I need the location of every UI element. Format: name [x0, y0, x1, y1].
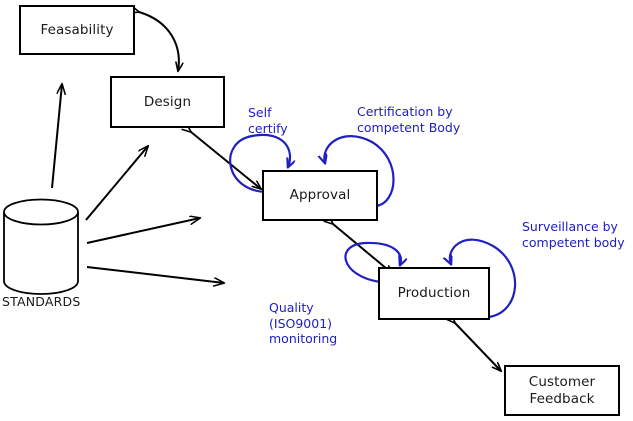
edge-feasability-design: [139, 12, 179, 71]
edge-design-approval: [191, 132, 261, 189]
node-feasability[interactable]: Feasability: [19, 5, 135, 55]
edge-standards-approval: [86, 218, 200, 244]
annotation-certification-by-competent-body: Certification by competent Body: [357, 104, 461, 135]
node-customer-feedback-label: Customer Feedback: [528, 373, 596, 407]
node-production-label: Production: [397, 285, 471, 301]
self-loop-self-certify: [229, 133, 290, 194]
node-customer-feedback[interactable]: Customer Feedback: [504, 365, 620, 416]
self-loop-surveillance: [450, 238, 517, 319]
annotation-self-certify: Self certify: [248, 105, 288, 136]
edge-approval-production: [333, 224, 393, 274]
edge-standards-production: [86, 266, 224, 283]
edge-production-customer-feedback: [455, 323, 501, 371]
annotation-surveillance-by-competent-body: Surveillance by competent body: [522, 219, 625, 250]
node-standards-label: STANDARDS: [2, 294, 81, 309]
annotation-quality-iso9001-monitoring: Quality (ISO9001) monitoring: [269, 300, 338, 346]
standards-cylinder-shape: [3, 198, 79, 295]
node-production[interactable]: Production: [378, 267, 490, 320]
node-approval-label: Approval: [289, 187, 351, 203]
node-approval[interactable]: Approval: [262, 170, 378, 221]
edge-standards-design: [85, 146, 148, 221]
node-feasability-label: Feasability: [40, 21, 114, 38]
node-design-label: Design: [143, 93, 192, 110]
edge-standards-feasability: [51, 84, 62, 189]
node-design[interactable]: Design: [110, 76, 225, 128]
self-loop-certification: [324, 135, 395, 208]
self-loop-quality: [344, 241, 400, 284]
